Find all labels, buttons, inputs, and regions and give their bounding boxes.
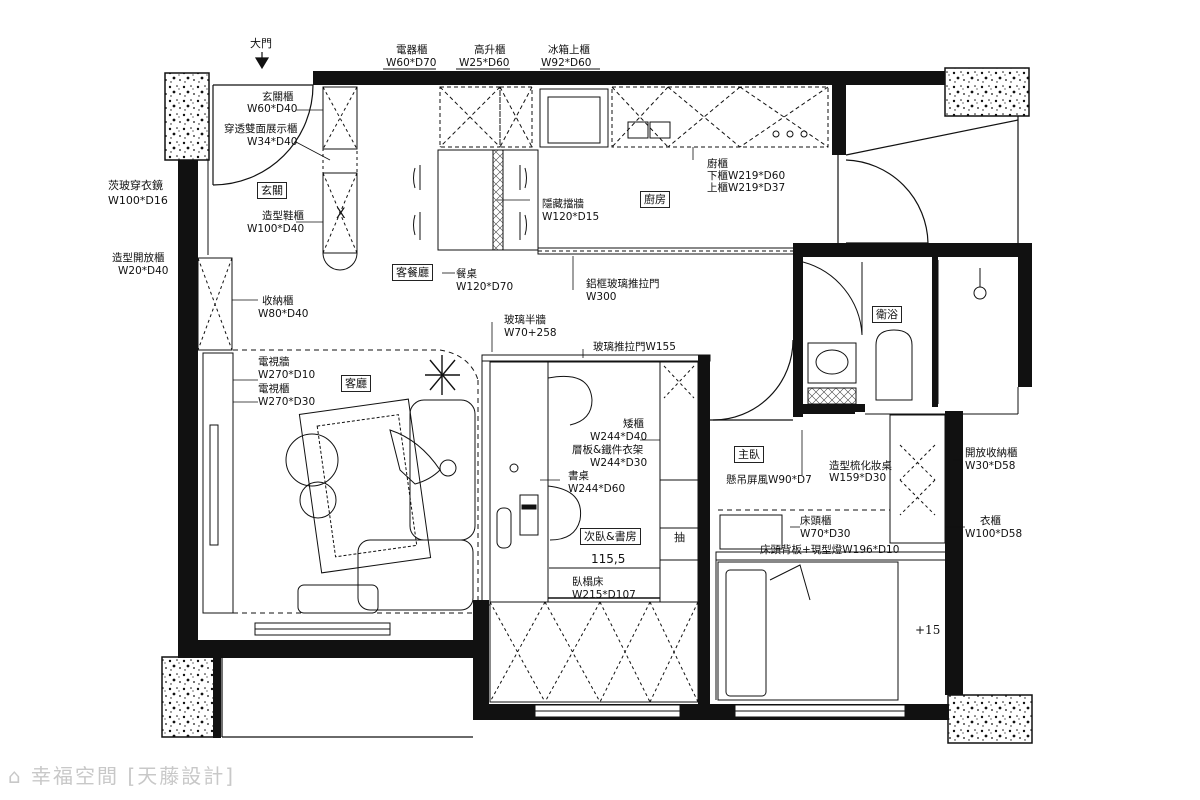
shoe-cabinet-label: 造型鞋櫃 [262,210,304,222]
daybed-size: W215*D107 [572,589,636,601]
tv-cabinet-size: W270*D30 [258,396,316,408]
room-kitchen: 廚房 [640,191,670,208]
glass-sliding-label: 玻璃推拉門W155 [593,341,676,353]
kitchen-cabinet-label: 廚櫃 [707,158,728,170]
kitchen-sliding-door [537,247,799,255]
open-cabinet-label: 造型開放櫃 [112,252,165,264]
room-living: 客廳 [341,375,371,392]
shelf-wardrobe-label: 層板&鐵件衣架 [572,444,644,456]
desk-label: 書桌 [568,470,589,482]
shoe-cabinet-size: W100*D40 [247,223,305,235]
desk-size: W244*D60 [568,483,626,495]
open-storage-label: 開放收納櫃 [965,447,1018,459]
dimension-ticks [383,68,660,569]
display-cabinet-label: 穿透雙面展示櫃 [224,123,298,135]
leader-lines [232,109,965,528]
svg-text:X: X [336,206,346,222]
room-second-bedroom-study: 次臥&書房 [580,528,641,545]
room-living-dining: 客餐廳 [392,264,433,281]
bedside-label: 床頭櫃 [800,515,832,527]
short-cabinet-label: 矮櫃 [623,418,644,430]
kitchen-upper-size: 上櫃W219*D37 [707,182,786,194]
tv-wall-size: W270*D10 [258,369,316,381]
hanging-screen-label: 懸吊屏風W90*D7 [726,474,812,486]
appliance-cabinet-label: 電器櫃 [396,44,428,56]
sliding-door-label: 鋁框玻璃推拉門 [586,278,660,290]
upper-cabinets [439,86,829,148]
open-storage-size: W30*D58 [965,460,1016,472]
sliding-door-size: W300 [586,291,617,303]
headboard-label: 床頭背板+現型燈W196*D10 [760,544,900,556]
master-door [710,339,794,421]
tall-cabinet-label: 高升櫃 [474,44,506,56]
wardrobe-size: W100*D58 [965,528,1023,540]
wardrobe-label: 衣櫃 [980,515,1001,527]
dimension-115: 115,5 [591,552,626,566]
tv-wall-label: 電視牆 [258,356,290,368]
balcony-lines [221,116,1019,738]
shelf-wardrobe-size: W244*D30 [590,457,648,469]
entrance-label: 大門 [250,37,272,50]
glass-partition-size: W70+258 [504,327,557,339]
entrance-door [212,52,314,186]
bedside-size: W70*D30 [800,528,851,540]
hidden-board-label: 隱藏擋牆 [542,198,584,210]
vanity-label: 造型梳化妝桌 [829,460,892,472]
room-master-bedroom: 主臥 [734,446,764,463]
bathroom-fixtures [802,260,987,405]
daybed-label: 臥榻床 [572,576,604,588]
dining-table-label: 餐桌 [456,268,477,280]
appliance-cabinet-size: W60*D70 [386,57,437,69]
open-cabinet-size: W20*D40 [118,265,169,277]
foyer-cabinets: X [322,86,358,271]
study-furniture [481,354,711,703]
hidden-board-size: W120*D15 [542,211,600,223]
left-wall-cabinets [197,160,234,614]
fridge-cabinet-label: 冰箱上櫃 [548,44,590,56]
watermark: ⌂ 幸福空間 [天藤設計] [8,764,236,788]
display-cabinet-size: W34*D40 [247,136,298,148]
open-storage-cabinet [865,387,1019,544]
tall-cabinet-size: W25*D60 [459,57,510,69]
master-furniture [715,509,947,701]
living-room-furniture [233,349,479,614]
glass-partition-label: 玻璃半牆 [504,314,546,326]
storage-cabinet-size: W80*D40 [258,308,309,320]
room-bathroom: 衛浴 [872,306,902,323]
fridge-cabinet-size: W92*D60 [541,57,592,69]
entry-cabinet-label: 玄關櫃 [262,91,294,103]
level-mark: +15 [915,623,941,637]
vanity-size: W159*D30 [829,472,887,484]
mirror-size: W100*D16 [108,194,168,207]
entry-cabinet-size: W60*D40 [247,103,298,115]
short-cabinet-size: W244*D40 [590,431,648,443]
mirror-label: 茨玻穿衣鏡 [108,179,163,192]
storage-cabinet-label: 收納櫃 [262,295,294,307]
kitchen-lower-size: 下櫃W219*D60 [707,170,786,182]
kitchen-door [845,159,929,244]
drawer-label: 抽 [674,531,685,544]
room-foyer: 玄關 [257,182,287,199]
tv-cabinet-label: 電視櫃 [258,383,290,395]
dining-table-size: W120*D70 [456,281,514,293]
windows [254,622,906,718]
